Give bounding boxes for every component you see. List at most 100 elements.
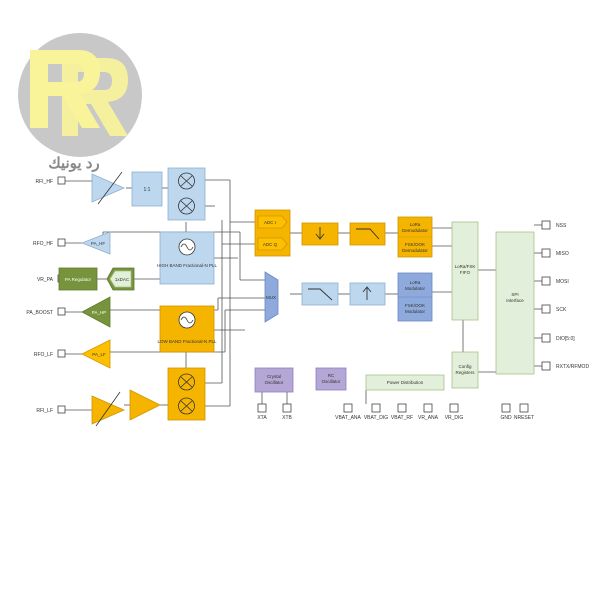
pin-label-vr-dig: VR_DIG xyxy=(445,415,464,421)
pin-rfi-hf xyxy=(57,176,66,185)
pin-label-xtb: XTB xyxy=(282,415,292,421)
fifo-block xyxy=(451,221,479,321)
pin-label-vbat-ana: VBAT_ANA xyxy=(335,415,361,421)
pin-label-vr-pa: VR_PA xyxy=(37,277,54,283)
lna-lf xyxy=(91,395,125,425)
tx-filter-block xyxy=(301,282,339,306)
wires xyxy=(59,179,542,411)
spi-interface-block xyxy=(495,231,535,375)
fifo-label-2: FIFO xyxy=(460,270,471,275)
lora-demod-label-1: LoRa xyxy=(410,222,421,227)
pin-label-rfo-lf: RFO_LF xyxy=(34,352,53,358)
fifo-label-1: LoRa/FSK xyxy=(455,264,476,269)
rx-filter-icon xyxy=(356,228,380,240)
lf-pll-label: LOW BAND Fractional-N PLL xyxy=(157,339,217,344)
pa-dac-label: 1xDAC xyxy=(115,277,130,282)
pa-dac-inner xyxy=(109,270,132,288)
pin-xtb xyxy=(282,403,292,413)
pin-rxtx-rfmod xyxy=(541,361,551,371)
pin-vbat-dig xyxy=(371,403,381,413)
lora-mod-label-2: Modulator xyxy=(405,286,426,291)
pin-dio xyxy=(541,333,551,343)
pin-label-nreset: NRESET xyxy=(514,415,534,421)
logo-monogram-right xyxy=(62,58,128,136)
decimator-arrow-icon xyxy=(315,227,325,240)
pin-label-vr-ana: VR_ANA xyxy=(418,415,439,421)
pin-xta xyxy=(257,403,267,413)
spi-label-2: Interface xyxy=(506,298,524,303)
mixer-lf-q-icon xyxy=(178,397,195,415)
fsk-mod-label-1: FSK/OOK xyxy=(405,303,425,308)
pin-label-dio: DIO[5:0] xyxy=(556,336,575,342)
pa-lf-label: PA_LF xyxy=(92,352,106,357)
adc-i-block xyxy=(257,215,288,229)
mixer-lf-i-icon xyxy=(178,373,195,391)
pa-hf xyxy=(80,231,111,255)
pa-regulator-block xyxy=(58,267,98,291)
lna-hf xyxy=(91,173,125,203)
adc-q-block xyxy=(257,237,288,251)
pin-miso xyxy=(541,248,551,258)
pin-label-vbat-rf: VBAT_RF xyxy=(391,415,413,421)
pin-label-rxtx-rfmod: RXTX/RFMOD xyxy=(556,364,589,370)
pin-vr-dig xyxy=(449,403,459,413)
pin-sck xyxy=(541,304,551,314)
mux-block xyxy=(264,271,279,323)
tx-filter-icon xyxy=(308,288,333,301)
hf-pll-label: HIGH BAND Fractional-N PLL xyxy=(157,263,218,268)
interpolator-arrow-icon xyxy=(362,286,372,300)
pin-vr-ana xyxy=(423,403,433,413)
splitter-label: 1:1 xyxy=(144,187,151,193)
pa-hp xyxy=(81,296,111,328)
rc-label-1: RC xyxy=(328,373,335,378)
lora-mod-label-1: LoRa xyxy=(410,280,421,285)
pin-rfo-lf xyxy=(57,349,66,358)
lna-lf-gain-arrow xyxy=(95,391,121,427)
pin-rfi-lf xyxy=(57,405,66,414)
pin-label-xta: XTA xyxy=(257,415,267,421)
pa-regulator-label: PA Regulator xyxy=(65,277,92,282)
mixer-hf-q-icon xyxy=(178,197,195,215)
crystal-label-1: Crystal xyxy=(267,374,281,379)
pin-label-sck: SCK xyxy=(556,307,567,313)
spi-label-1: SPI xyxy=(511,292,518,297)
pa-hp-label: PA_HP xyxy=(92,310,106,315)
pin-label-rfi-hf: RFI_HF xyxy=(36,179,54,185)
pin-rfo-hf xyxy=(57,238,66,247)
pin-vbat-ana xyxy=(343,403,353,413)
pa-hf-label: PA_HF xyxy=(91,241,105,246)
left-pins: RFI_HF RFO_HF VR_PA PA_BOOST RFO_LF RFI_… xyxy=(26,176,66,414)
pin-pa-boost xyxy=(57,307,66,316)
fsk-demod-label-1: FSK/OOK xyxy=(405,242,425,247)
pin-label-pa-boost: PA_BOOST xyxy=(26,310,53,316)
adc-q-label: ADC Q xyxy=(263,242,278,247)
rc-label-2: Oscillator xyxy=(322,379,341,384)
power-distribution-block xyxy=(365,374,445,391)
pin-label-vbat-dig: VBAT_DIG xyxy=(364,415,388,421)
crystal-oscillator-block xyxy=(254,367,294,393)
pin-label-gnd: GND xyxy=(500,415,512,421)
pin-gnd xyxy=(501,403,511,413)
lna-hf-gain-arrow xyxy=(97,171,123,205)
pin-vbat-rf xyxy=(397,403,407,413)
right-pins: NSS MISO MOSI SCK DIO[5:0] RXTX/RFMOD xyxy=(541,220,589,371)
interpolator-block xyxy=(349,282,386,306)
pin-label-rfi-lf: RFI_LF xyxy=(36,408,53,414)
lf-buffer xyxy=(129,389,161,421)
adc-i-label: ADC I xyxy=(264,220,276,225)
pin-label-nss: NSS xyxy=(556,223,567,229)
pa-lf xyxy=(81,339,111,369)
pin-nss xyxy=(541,220,551,230)
crystal-label-2: Oscillator xyxy=(265,380,284,385)
mixer-hf-block xyxy=(167,167,206,221)
lora-demod-label-2: Demodulator xyxy=(402,228,428,233)
mixer-lf-block xyxy=(167,367,206,421)
pin-label-rfo-hf: RFO_HF xyxy=(33,241,53,247)
fsk-mod-label-2: Modulator xyxy=(405,309,426,314)
rx-filter-block xyxy=(349,222,386,246)
config-label-1: Config xyxy=(458,364,472,369)
mux-label: MUX xyxy=(266,295,276,300)
pin-nreset xyxy=(519,403,529,413)
logo-brand-text: رد يونيك xyxy=(48,155,99,172)
